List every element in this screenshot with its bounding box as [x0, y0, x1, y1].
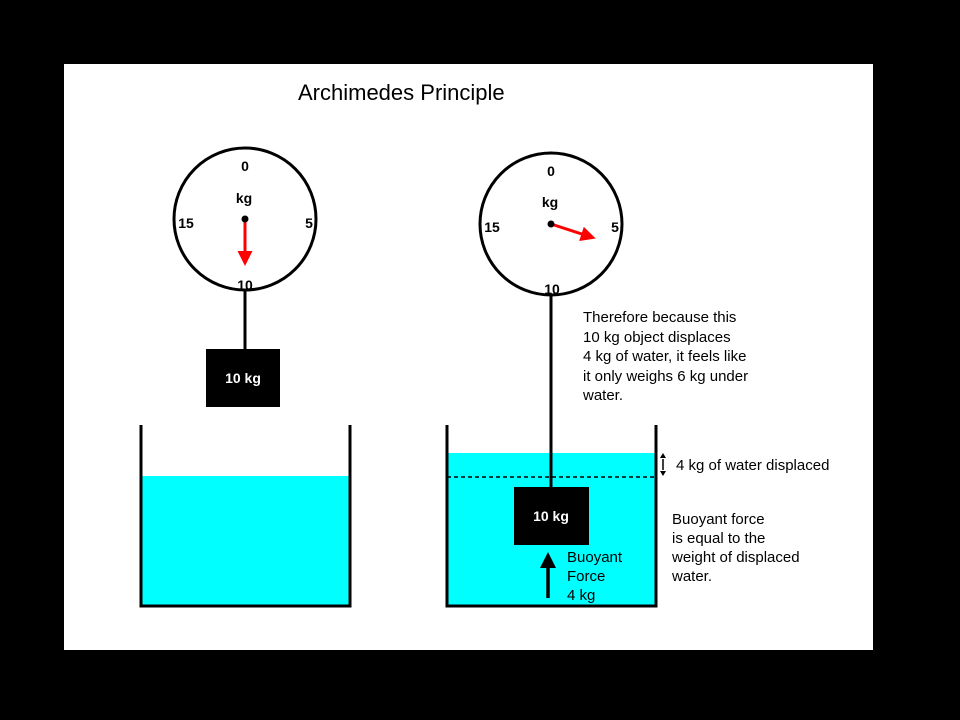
right-scene: 0 5 10 15 kg 10 kg Buoyant Force 4 kg 4 … — [445, 151, 829, 608]
right-scale-unit: kg — [542, 194, 558, 210]
buoyant-arrow-label-1: Buoyant — [567, 549, 623, 566]
displaced-arrow-up-icon — [660, 453, 666, 458]
right-weight-label: 10 kg — [533, 508, 569, 524]
explanation-line-3: 4 kg of water, it feels like — [583, 348, 746, 365]
right-weight-block — [514, 487, 589, 545]
buoyant-note-line-2: is equal to the — [672, 530, 765, 547]
right-scale-pivot — [547, 220, 555, 228]
left-tank — [139, 425, 352, 608]
explanation-line-1: Therefore because this — [583, 309, 736, 326]
right-scale-tick-0: 0 — [547, 163, 555, 179]
right-scale-tick-5: 5 — [611, 219, 619, 235]
buoyant-arrow-label-3: 4 kg — [567, 587, 595, 604]
left-scale-tick-10: 10 — [237, 277, 253, 293]
left-tank-water — [141, 476, 350, 606]
buoyant-note-line-3: weight of displaced — [671, 549, 800, 566]
left-scale-tick-15: 15 — [178, 215, 194, 231]
right-scale-tick-15: 15 — [484, 219, 500, 235]
explanation-line-2: 10 kg object displaces — [583, 329, 731, 346]
displaced-label: 4 kg of water displaced — [676, 457, 829, 474]
right-tank — [445, 425, 658, 608]
displaced-arrow-down-icon — [660, 471, 666, 476]
explanation-line-4: it only weighs 6 kg under — [583, 368, 748, 385]
buoyant-arrow-icon — [540, 552, 556, 568]
left-scale-pivot — [241, 215, 249, 223]
right-scale-tick-10: 10 — [544, 281, 560, 297]
left-scale-unit: kg — [236, 190, 252, 206]
left-scale-tick-0: 0 — [241, 158, 249, 174]
buoyant-arrow-label-2: Force — [567, 568, 605, 585]
diagram-title: Archimedes Principle — [298, 80, 505, 105]
right-scale-needle — [550, 222, 596, 242]
left-scale-tick-5: 5 — [305, 215, 313, 231]
explanation-line-5: water. — [582, 387, 623, 404]
left-weight-block — [206, 349, 280, 407]
buoyant-note-line-1: Buoyant force — [672, 511, 765, 528]
left-scene: 0 5 10 15 kg 10 kg — [139, 146, 352, 608]
buoyant-note-line-4: water. — [671, 568, 712, 585]
left-weight-label: 10 kg — [225, 370, 261, 386]
